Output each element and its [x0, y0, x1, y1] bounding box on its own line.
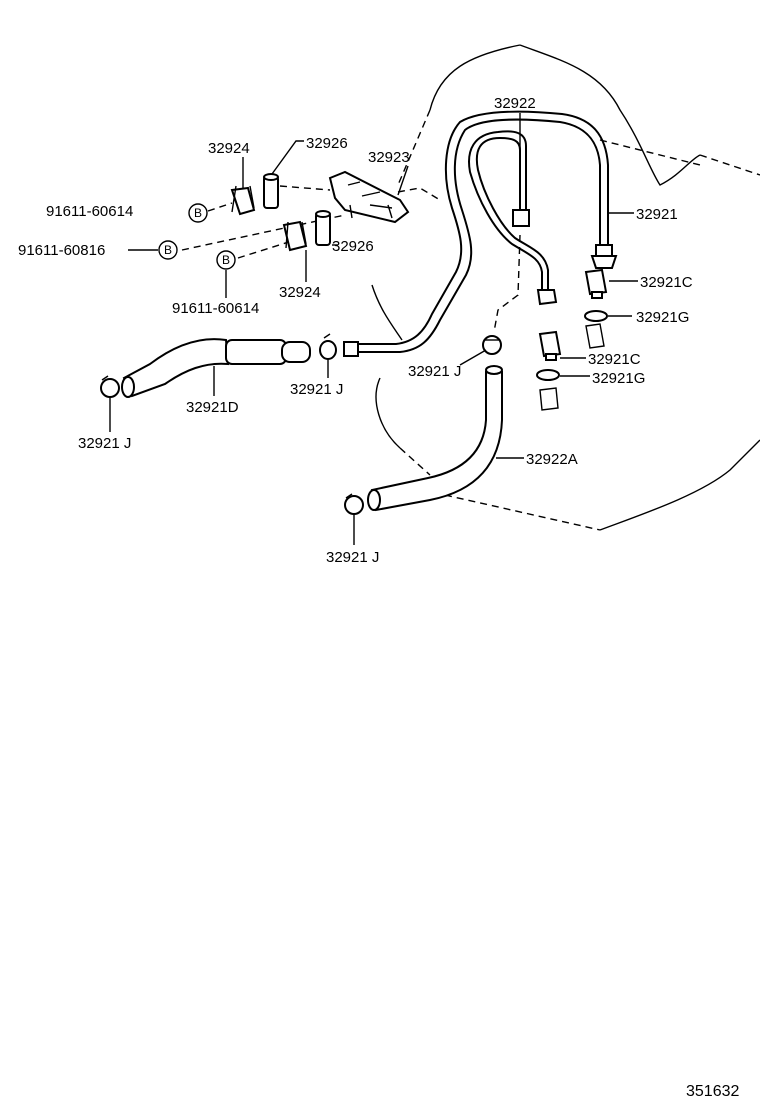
hose-32922A — [367, 365, 503, 512]
pipe-32921 — [343, 110, 618, 357]
label-32923: 32923 — [368, 149, 410, 166]
clamp-32921J-b — [319, 333, 337, 360]
fitting-32921C-lower — [538, 330, 562, 361]
clamp-32924-upper — [230, 185, 256, 216]
clamp-32921J-a — [482, 335, 502, 355]
label-91611-60816: 91611-60816 — [18, 242, 105, 259]
label-32922A: 32922A — [526, 451, 578, 468]
label-32921J-d: 32921 J — [326, 549, 379, 566]
label-32921G-upper: 32921G — [636, 309, 689, 326]
label-32921G-lower: 32921G — [592, 370, 645, 387]
svg-text:B: B — [164, 243, 172, 257]
clamp-32921J-c — [100, 375, 120, 398]
gasket-32921G-upper — [584, 310, 608, 322]
bolt-marker-middle: B — [158, 240, 178, 260]
label-32921J-b: 32921 J — [290, 381, 343, 398]
bolt-marker-upper: B — [188, 203, 208, 223]
clamp-32924-lower — [282, 220, 308, 252]
port-lower — [539, 387, 559, 411]
collar-32926-upper — [263, 173, 279, 209]
label-32921J-a: 32921 J — [408, 363, 461, 380]
bolt-marker-lower: B — [216, 250, 236, 270]
fitting-32921C-upper — [584, 268, 608, 299]
port-upper — [585, 323, 605, 349]
bracket-32923 — [328, 170, 410, 224]
label-32926-upper: 32926 — [306, 135, 348, 152]
svg-text:B: B — [222, 253, 230, 267]
clamp-32921J-d — [344, 493, 364, 515]
label-91611-60614-lower: 91611-60614 — [172, 300, 259, 317]
label-32926-lower: 32926 — [332, 238, 374, 255]
label-91611-60614-upper: 91611-60614 — [46, 203, 133, 220]
transmission-outline — [371, 44, 760, 531]
leader-lines — [109, 113, 638, 545]
label-32921J-c: 32921 J — [78, 435, 131, 452]
label-32921: 32921 — [636, 206, 678, 223]
label-32921C-lower: 32921C — [588, 351, 641, 368]
hose-32921D — [121, 338, 311, 398]
label-32921D: 32921D — [186, 399, 239, 416]
gasket-32921G-lower — [536, 369, 560, 381]
label-32924-upper: 32924 — [208, 140, 250, 157]
svg-text:B: B — [194, 206, 202, 220]
pipe-32922 — [468, 130, 558, 306]
collar-32926-lower — [315, 210, 331, 246]
label-32922: 32922 — [494, 95, 536, 112]
label-32924-lower: 32924 — [279, 284, 321, 301]
diagram-code: 351632 — [686, 1083, 739, 1100]
label-32921C-upper: 32921C — [640, 274, 693, 291]
